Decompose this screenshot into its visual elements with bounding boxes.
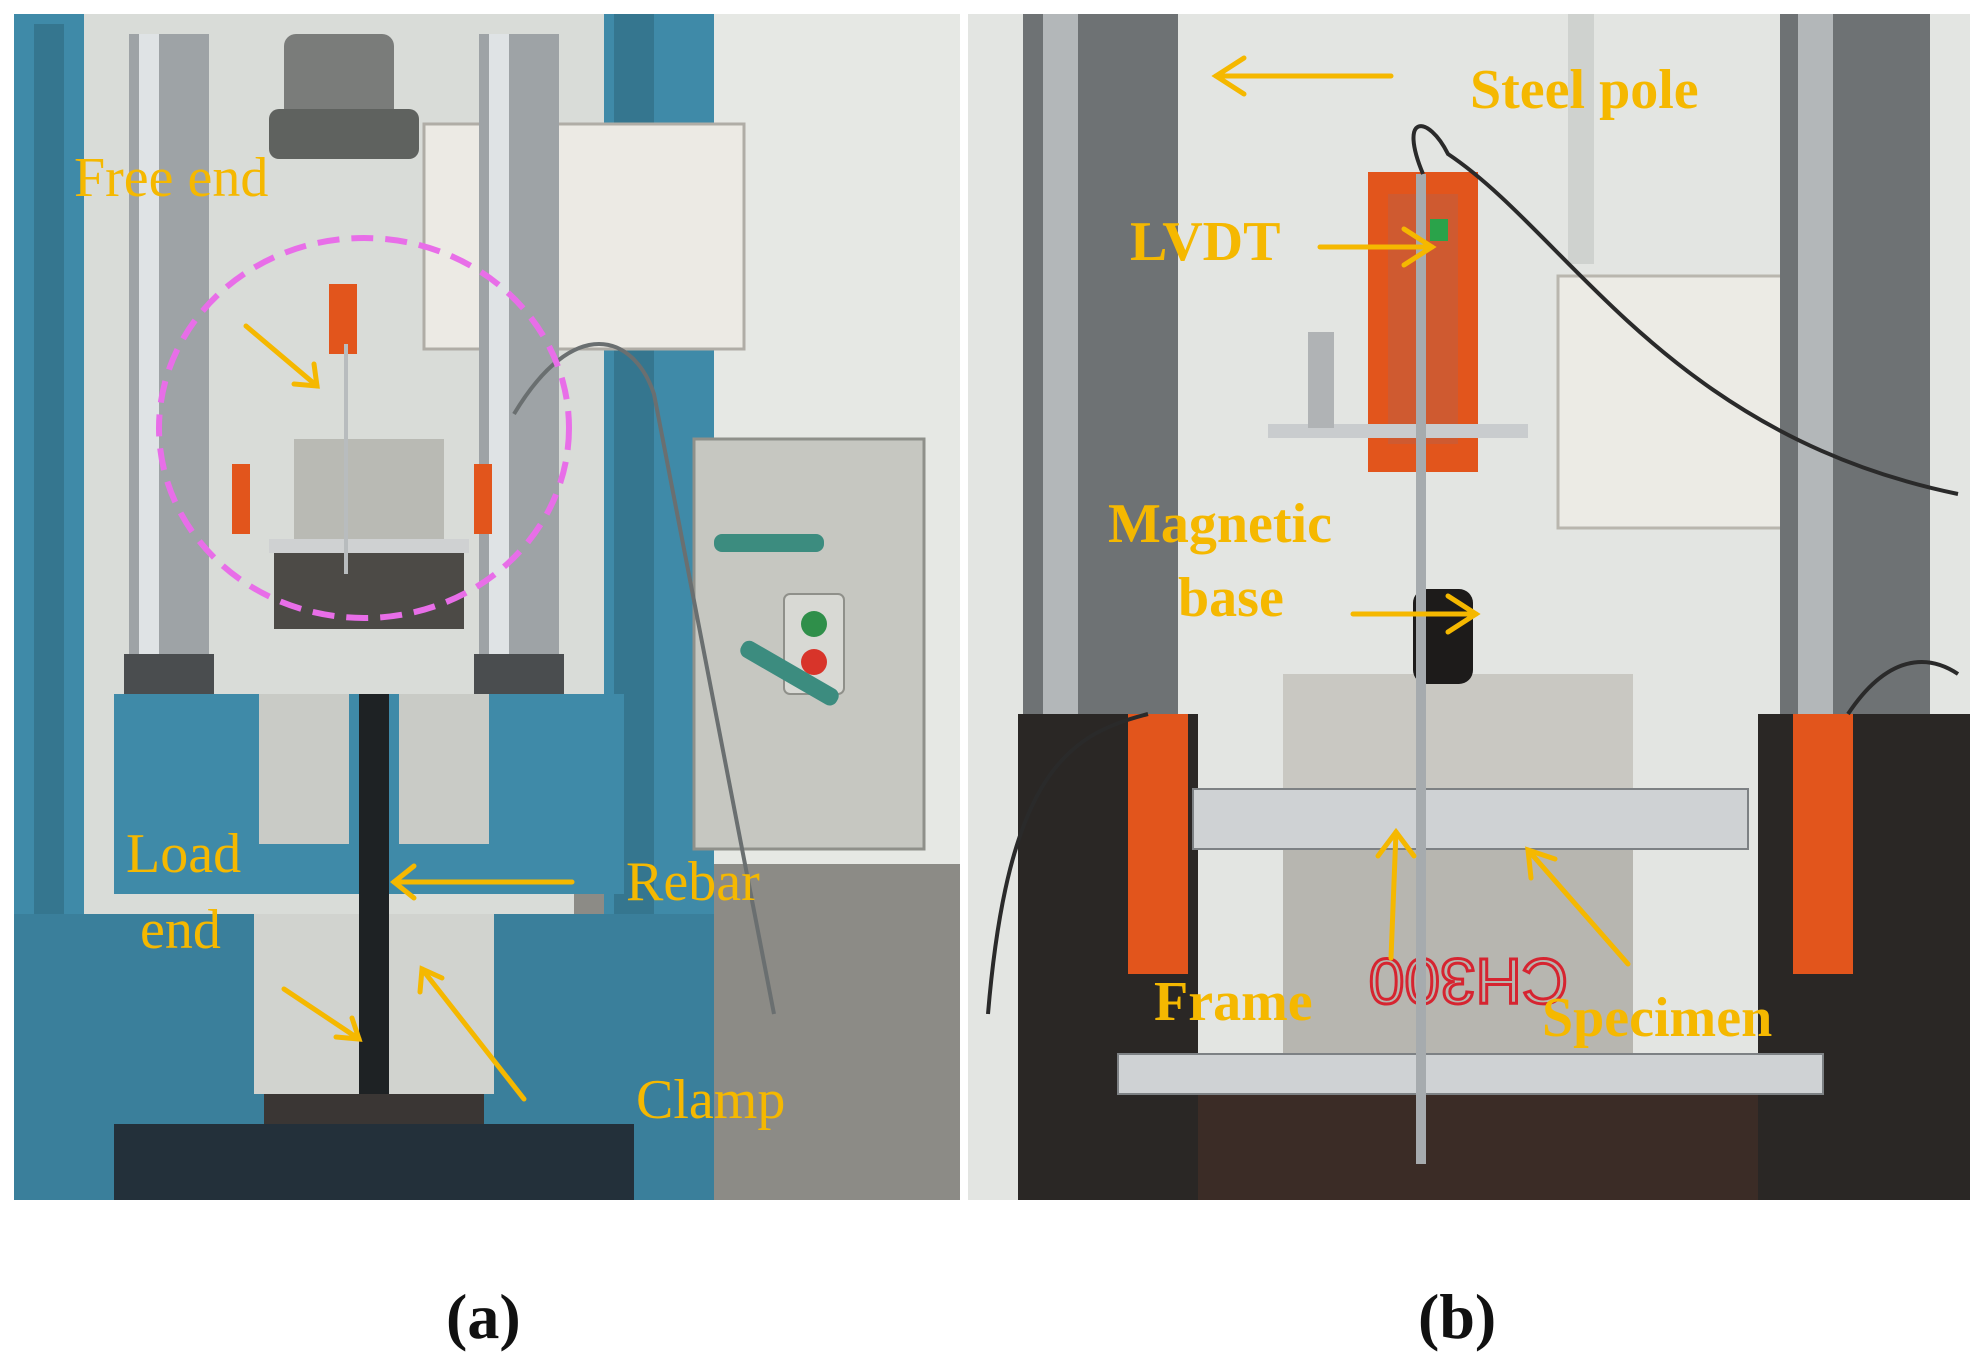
- specimen-marking: CH300: [1369, 945, 1568, 1017]
- photo-a-illustration: [14, 14, 960, 1200]
- clamp-arrow: [419, 966, 527, 1102]
- caption-a: (a): [446, 1281, 521, 1352]
- caption-b: (b): [1418, 1281, 1497, 1352]
- label-lvdt: LVDT: [1130, 211, 1281, 273]
- label-load: Load: [126, 823, 242, 885]
- label-base: base: [1178, 567, 1284, 629]
- load-end-arrow: [281, 986, 362, 1042]
- label-end: end: [140, 899, 221, 961]
- photo-panel-b: CH300: [968, 14, 1970, 1200]
- label-steel-pole: Steel pole: [1470, 59, 1699, 121]
- frame-arrow: [1388, 829, 1399, 961]
- label-rebar: Rebar: [626, 851, 760, 913]
- label-free-end: Free end: [74, 147, 269, 209]
- photo-b-illustration: CH300: [968, 14, 1970, 1200]
- free-end-arrow: [243, 323, 320, 389]
- label-clamp: Clamp: [636, 1069, 786, 1131]
- photo-panel-a: Free end Load end Rebar Clamp: [14, 14, 960, 1200]
- highlight-circle: [156, 235, 572, 621]
- label-frame: Frame: [1154, 971, 1313, 1033]
- specimen-arrow: [1525, 847, 1631, 967]
- label-specimen: Specimen: [1542, 987, 1773, 1049]
- label-magnetic: Magnetic: [1108, 493, 1332, 555]
